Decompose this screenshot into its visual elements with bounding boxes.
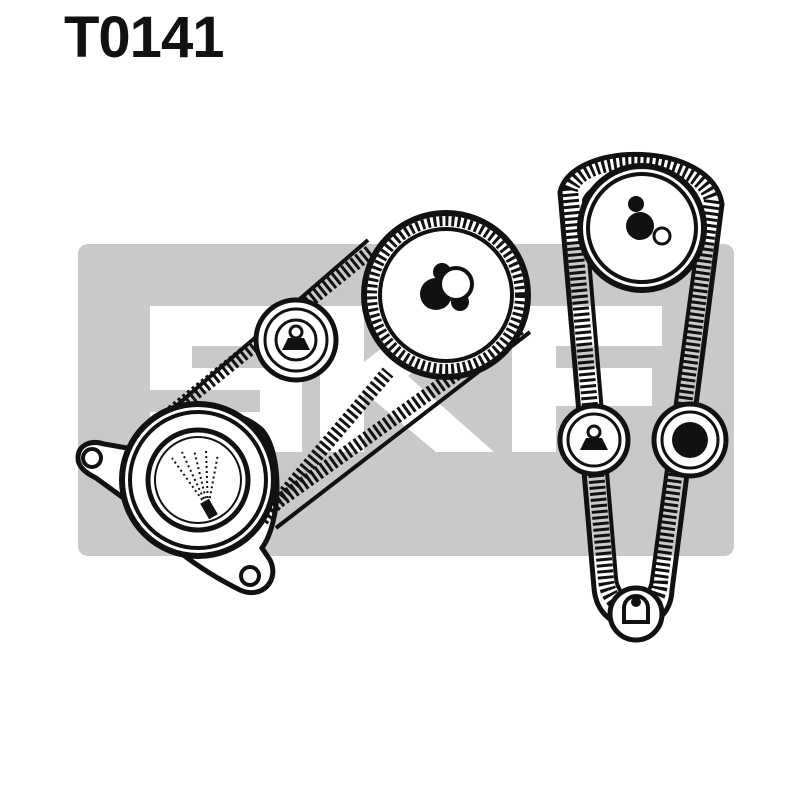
right-belt-assembly — [557, 151, 729, 643]
damper-icon — [651, 401, 729, 479]
left-belt-assembly — [75, 210, 532, 596]
idler-pulley-icon — [253, 297, 339, 383]
mount-hole-left — [81, 447, 103, 469]
crankshaft-sprocket-icon — [607, 585, 665, 643]
water-pump-pulley-icon — [577, 163, 707, 293]
part-number: T0141 — [64, 5, 224, 70]
camshaft-sprocket-icon — [361, 210, 531, 380]
mount-hole-bottom — [239, 565, 261, 587]
idler-pulley-icon — [557, 403, 631, 477]
tensioner-pulley-icon — [119, 401, 277, 559]
